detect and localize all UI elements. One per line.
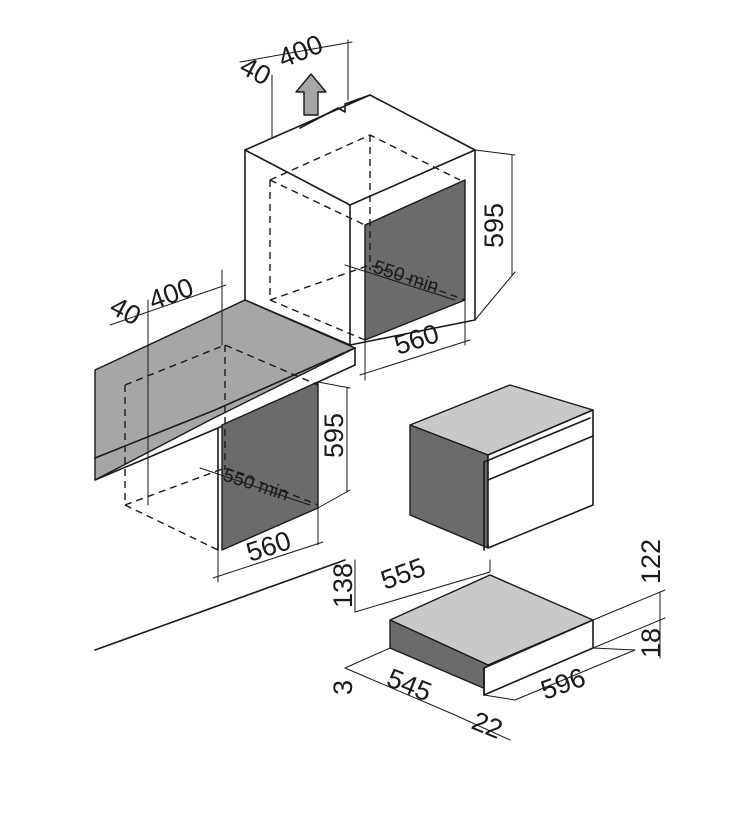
appliance-control-strip — [487, 435, 594, 481]
under-hidden-floor — [124, 504, 219, 551]
under-vent-gap-label: 40 — [105, 291, 146, 332]
arrow-up-icon — [295, 73, 327, 116]
drawer-depth-label: 555 — [377, 552, 430, 596]
tall-vent-depth-label: 400 — [274, 29, 327, 74]
under-vent-depth-label: 400 — [145, 272, 198, 316]
tall-height-label: 595 — [479, 203, 509, 248]
drawer-front-depth-label: 22 — [468, 706, 507, 745]
appliance-unit — [409, 384, 594, 551]
worktop — [94, 299, 356, 481]
worktop-front-edge — [94, 347, 356, 459]
under-height-label: 595 — [319, 413, 349, 458]
drawer-gap-label: 3 — [328, 680, 358, 695]
tall-hidden-floor — [269, 299, 366, 341]
appliance-front — [487, 409, 594, 549]
warming-drawer — [389, 574, 594, 696]
under-counter-dimensions — [109, 269, 351, 583]
floor-line — [94, 559, 346, 651]
drawer-body-depth-label: 545 — [383, 663, 436, 708]
drawer-body-height-label: 122 — [636, 539, 666, 584]
tall-hidden-diag — [269, 179, 366, 226]
tall-unit-cabinet — [244, 94, 476, 346]
drawer-overall-height-label: 138 — [328, 563, 358, 608]
drawer-dimensions — [344, 559, 666, 741]
appliance-front-trim — [483, 417, 591, 463]
tall-vent-step — [299, 94, 371, 129]
tall-unit-dimensions — [239, 39, 516, 381]
drawer-front-height-label: 18 — [636, 628, 666, 658]
tall-hidden-bottom — [269, 264, 466, 301]
under-hidden-bottom — [124, 467, 319, 506]
